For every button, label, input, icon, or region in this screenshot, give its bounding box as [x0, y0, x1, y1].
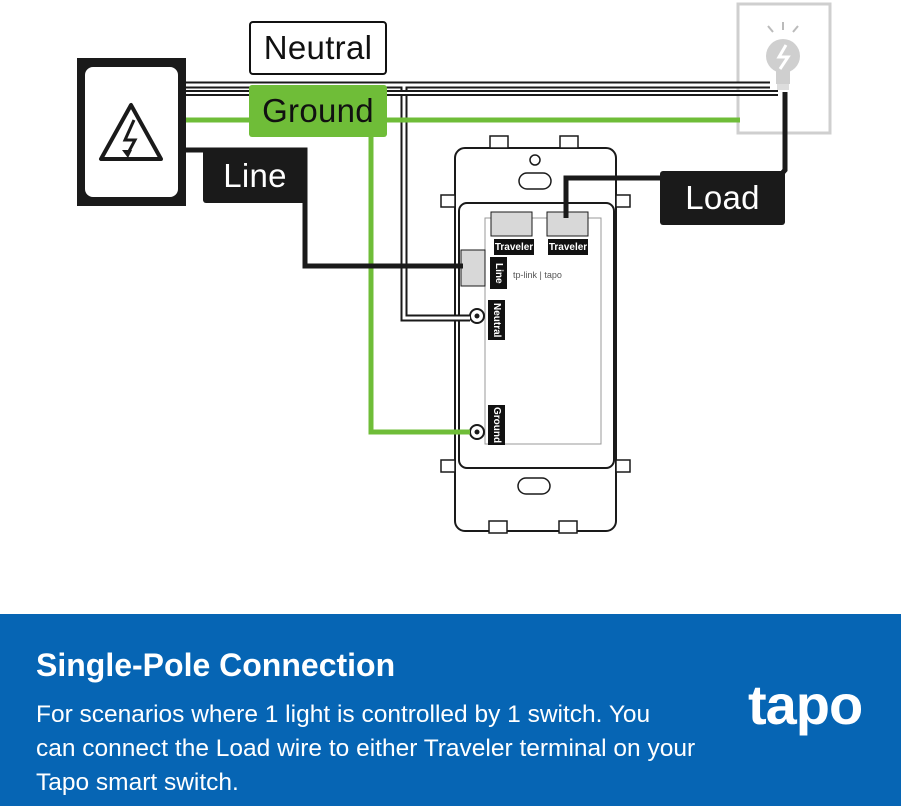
load-label: Load [660, 171, 785, 225]
line-terminal-label: Line [490, 257, 507, 289]
traveler-terminal-label-2: Traveler [548, 239, 588, 255]
neutral-label: Neutral [249, 21, 387, 75]
footer-title: Single-Pole Connection [36, 647, 396, 683]
line-label: Line [203, 149, 307, 203]
ground-terminal-label: Ground [488, 405, 505, 445]
power-source-box [77, 58, 186, 206]
high-voltage-icon [99, 103, 163, 161]
smart-switch-body [440, 135, 631, 534]
device-brand-mark: tp-link | tapo [513, 270, 562, 280]
brand-logo: tapo [748, 673, 863, 736]
ground-label: Ground [249, 85, 387, 137]
footer-banner [0, 614, 901, 806]
wiring-diagram [77, 2, 832, 534]
footer-description: For scenarios where 1 light is controlle… [36, 701, 696, 796]
light-bulb-icon [766, 22, 800, 90]
neutral-terminal-label: Neutral [488, 300, 505, 340]
traveler-terminal-label-1: Traveler [494, 239, 534, 255]
